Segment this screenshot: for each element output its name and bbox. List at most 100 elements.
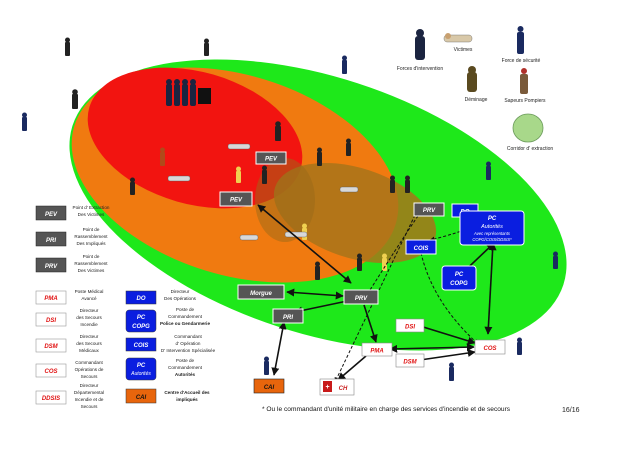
pc-copg-l1: PC <box>455 272 464 278</box>
cos-map-box: COS <box>474 339 506 355</box>
prv-center-label: PRV <box>355 296 368 302</box>
dsm-map-label: DSM <box>403 360 417 366</box>
svg-text:DSI: DSI <box>46 318 56 324</box>
pri-map-label: PRI <box>283 315 293 321</box>
svg-text:des Secours: des Secours <box>76 315 102 320</box>
legend-prv: PRV Point de Rassemblement Des Victimes <box>35 254 108 273</box>
legend-pma: PMA Poste Médical Avancé <box>35 289 104 305</box>
cai-map-label: CAI <box>264 385 275 391</box>
legend-cois: COIS Commandant d' Opération D' Interven… <box>125 334 216 353</box>
cai-map-box: CAI <box>253 378 285 394</box>
pc-aut-l2: Autorités <box>480 224 503 230</box>
prv-map-label: PRV <box>423 208 436 214</box>
svg-text:Centre d'Accueil des: Centre d'Accueil des <box>164 390 210 395</box>
svg-text:Des Impliqués: Des Impliqués <box>76 241 106 246</box>
demining-icon <box>467 66 477 92</box>
security-label: Force de sécurité <box>502 58 541 64</box>
svg-text:Médicaux: Médicaux <box>79 348 99 353</box>
assailants-group <box>166 79 211 106</box>
svg-text:Secours: Secours <box>81 404 99 409</box>
svg-text:PRI: PRI <box>46 238 56 244</box>
svg-text:Autorités: Autorités <box>130 371 151 377</box>
svg-text:Police ou Gendarmerie: Police ou Gendarmerie <box>160 321 210 326</box>
deminage-label: Déminage <box>465 97 488 103</box>
svg-text:impliqués: impliqués <box>176 397 198 402</box>
svg-text:PEV: PEV <box>45 212 58 218</box>
svg-text:Rassemblement: Rassemblement <box>74 261 108 266</box>
connectors <box>257 204 497 381</box>
prv-center-box: PRV <box>343 289 379 305</box>
svg-text:CAI: CAI <box>136 395 147 401</box>
pc-autorites-map-box: PC Autorités Avec représentants COPG/COI… <box>459 210 525 246</box>
svg-text:Point de: Point de <box>83 254 100 259</box>
field-figures <box>22 37 558 381</box>
svg-text:D' Intervention Spécialisée: D' Intervention Spécialisée <box>161 348 216 353</box>
pc-copg-map-box: PC COPG <box>441 265 477 291</box>
legend-pc-copg: PC COPG Poste de Commandement Police ou … <box>125 307 210 333</box>
pma-map-label: PMA <box>370 349 383 355</box>
svg-text:DSM: DSM <box>44 344 58 350</box>
svg-text:Commandement: Commandement <box>168 314 203 319</box>
pev-mid-box: PEV <box>219 191 253 207</box>
pc-aut-l4: COPG/COIS/DDSIS* <box>472 237 512 242</box>
legend-pri: PRI Point de Rassemblement Des Impliqués <box>35 227 108 247</box>
svg-text:Directeur: Directeur <box>80 334 99 339</box>
prv-map-box: PRV <box>413 202 445 217</box>
legend-ddsis: DDSIS Directeur Départemental Incendie e… <box>35 383 104 409</box>
svg-text:PRV: PRV <box>45 264 58 270</box>
dsi-map-box: DSI <box>395 318 425 333</box>
pma-map-box: PMA <box>361 342 393 357</box>
svg-text:Avancé: Avancé <box>81 296 97 301</box>
svg-text:Point de: Point de <box>83 227 100 232</box>
pc-copg-l2: COPG <box>450 281 468 287</box>
svg-text:+: + <box>325 384 329 391</box>
dsi-map-label: DSI <box>405 325 415 331</box>
svg-text:Secours: Secours <box>81 374 99 379</box>
pri-map-box: PRI <box>272 308 304 324</box>
cois-map-box: COIS <box>405 239 437 255</box>
legend-cai: CAI Centre d'Accueil des impliqués <box>125 388 210 404</box>
svg-text:d' Opération: d' Opération <box>176 341 201 346</box>
pompiers-label: Sapeurs Pompiers <box>504 98 546 104</box>
ch-label: CH <box>339 386 348 392</box>
svg-text:Poste de: Poste de <box>176 358 195 363</box>
svg-text:Incendie et de: Incendie et de <box>75 397 104 402</box>
svg-text:Des Opérations: Des Opérations <box>164 296 197 301</box>
legend-dsi: DSI Directeur des Secours Incendie <box>35 308 102 327</box>
page-number: 16/16 <box>562 407 580 414</box>
cois-map-label: COIS <box>414 246 429 252</box>
pev-top-box: PEV <box>255 151 287 165</box>
pev-mid-label: PEV <box>230 198 243 204</box>
svg-text:COS: COS <box>44 369 57 375</box>
morgue-box: Morgue <box>237 284 285 300</box>
legend-cos: COS Commandant Opérations de Secours <box>35 360 104 379</box>
pc-aut-l1: PC <box>488 216 497 222</box>
footnote: * Ou le commandant d'unité militaire en … <box>262 406 511 413</box>
svg-text:PC: PC <box>137 363 146 369</box>
legend-pev: PEV Point d' Extraction Des Victimes <box>35 205 110 221</box>
svg-text:DO: DO <box>137 296 146 302</box>
victims-label: Victimes <box>454 47 473 53</box>
legend-top-right: Forces d'intervention Victimes Force de … <box>397 26 553 152</box>
svg-text:PC: PC <box>137 315 146 321</box>
cos-map-label: COS <box>483 346 496 352</box>
legend-do: DO Directeur Des Opérations <box>125 289 197 305</box>
victims-icon <box>443 33 473 43</box>
pc-aut-l3: Avec représentants <box>473 231 511 236</box>
security-force-icon <box>517 26 524 54</box>
legend-left: PEV Point d' Extraction Des Victimes PRI… <box>35 205 216 409</box>
svg-text:Autorités: Autorités <box>175 372 196 377</box>
svg-text:Commandement: Commandement <box>168 365 203 370</box>
svg-text:COIS: COIS <box>134 343 149 349</box>
svg-text:Directeur: Directeur <box>171 289 190 294</box>
corridor-label: Corridor d' extraction <box>507 146 553 152</box>
corridor-legend-swatch <box>512 113 544 143</box>
dsm-map-box: DSM <box>395 353 425 368</box>
svg-text:Poste de: Poste de <box>176 307 195 312</box>
forces-intervention-icon <box>415 29 425 60</box>
svg-text:Poste Médical: Poste Médical <box>75 289 104 294</box>
firefighters-icon <box>520 68 528 94</box>
svg-text:Directeur: Directeur <box>80 383 99 388</box>
